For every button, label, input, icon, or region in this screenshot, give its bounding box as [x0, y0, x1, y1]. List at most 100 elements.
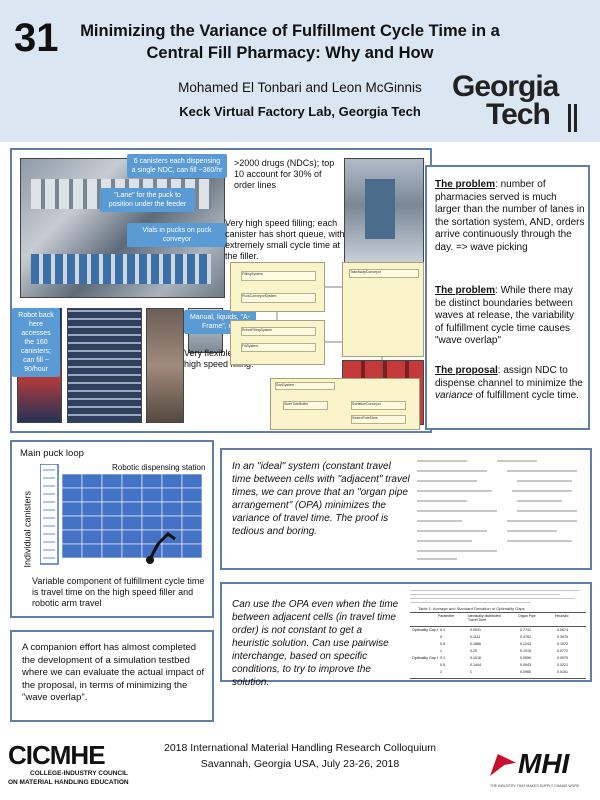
mhi-logo: MHI THE INDUSTRY THAT MAKES SUPPLY CHAIN…: [490, 748, 595, 794]
table-cell: 0.1: [440, 628, 445, 632]
canister-cell: [61, 543, 83, 559]
mhi-wordmark: MHI: [518, 748, 570, 779]
canister-cell: [141, 515, 163, 531]
heuristic-text: Can use the OPA even when the time betwe…: [232, 599, 399, 688]
table-body: Optimality Gap Average0.10.09310.77410.0…: [410, 628, 586, 678]
canister-cell: [181, 473, 203, 489]
table-cell: 0.0950: [520, 656, 531, 660]
canisters-label: Individual canisters: [22, 490, 33, 568]
title-line-1: Minimizing the Variance of Fulfillment C…: [80, 22, 500, 40]
canister-cell: [81, 487, 103, 503]
results-table: Table 1: Average and Standard Deviation …: [410, 588, 588, 680]
lane-callout: "Lane" for the puck to position under th…: [100, 188, 195, 212]
canister-cell: [121, 529, 143, 545]
uml-block-sealed-tote: SealedToteStore: [351, 415, 406, 424]
cicmhe-sub-2: ON MATERIAL HANDLING EDUCATION: [8, 779, 129, 786]
companion-text: A companion effort has almost completed …: [22, 642, 205, 703]
robot-callout: Robot back here accesses the 160 caniste…: [12, 308, 60, 377]
robot-fill-block: RobotFillingSystem FillSystem: [230, 320, 325, 365]
proposal-body-a: : assign NDC to dispense channel to mini…: [435, 365, 583, 389]
logo-word-georgia: Georgia: [452, 70, 559, 103]
table-cell: 0.3975: [557, 635, 568, 639]
uml-block-fill: FillSystem: [241, 343, 316, 352]
station-label: Robotic dispensing station: [112, 463, 206, 472]
companion-panel: A companion effort has almost completed …: [10, 630, 214, 722]
canister-cell: [121, 473, 143, 489]
table-cell: 0.1016: [470, 656, 481, 660]
title-line-2: Central Fill Pharmacy: Why and How: [146, 44, 434, 62]
canister-cell: [121, 515, 143, 531]
canister-cell: [101, 515, 123, 531]
canister-cell: [101, 473, 123, 489]
canister-cell: [161, 501, 183, 517]
table-cell: 0.1444: [470, 663, 481, 667]
table-cell: 0.0772: [557, 649, 568, 653]
vials-callout: Vials in pucks on puck conveyor: [127, 223, 227, 247]
authors: Mohamed El Tonbari and Leon McGinnis: [178, 80, 422, 95]
cicmhe-logo: CICMHE COLLEGE-INDUSTRY COUNCIL ON MATER…: [8, 740, 148, 795]
canister-cell: [141, 473, 163, 489]
uml-block-takeaway: TakeAwayConveyor: [349, 269, 419, 278]
diagram-connectors: [276, 286, 383, 378]
problem-2: The problem: While there may be distinct…: [435, 285, 585, 348]
table-col-organ: Organ Pipe: [518, 614, 536, 618]
table-cell: 1: [440, 649, 442, 653]
table-cell: 1: [440, 670, 442, 674]
poster-title: Minimizing the Variance of Fulfillment C…: [80, 20, 500, 64]
poster-number: 31: [14, 16, 59, 60]
table-cell: 0.0979: [557, 656, 568, 660]
table-col-heur: Heuristic: [555, 614, 569, 618]
table-col-iid: Identically distributed Travel Time: [468, 614, 501, 622]
loop-grid-diagram: [40, 464, 203, 565]
puck-loop-panel: Main puck loop Robotic dispensing statio…: [10, 440, 214, 618]
pharmacy-floor-photo: [344, 158, 424, 263]
table-cell: 0.0221: [557, 663, 568, 667]
table-cell: 0.0674: [557, 628, 568, 632]
problem-1: The problem: number of pharmacies served…: [435, 179, 585, 254]
system-block-diagram: FillingSystem PuckConveyorSystem: [230, 262, 325, 312]
cicmhe-sub-1: COLLEGE-INDUSTRY COUNCIL: [30, 770, 128, 777]
canister-cell: [181, 529, 203, 545]
flexible-note: Very flexible but not high speed filling…: [184, 348, 263, 369]
canister-cell: [101, 501, 123, 517]
table-cell: 0.4751: [520, 635, 531, 639]
table-cell: 0.25: [470, 649, 477, 653]
mhi-tagline: THE INDUSTRY THAT MAKES SUPPLY CHAINS WO…: [490, 784, 580, 788]
canister-cell: [121, 543, 143, 559]
table-cell: 0.1243: [520, 642, 531, 646]
canister-cell: [101, 487, 123, 503]
uml-block-filling: FillingSystem: [241, 271, 316, 281]
canister-cell: [141, 487, 163, 503]
uml-block-sortation-conveyor: SortationConveyor: [351, 401, 406, 410]
canister-cell: [81, 515, 103, 531]
canister-cell: [81, 501, 103, 517]
loop-caption: Variable component of fulfillment cycle …: [32, 576, 205, 608]
canister-cell: [61, 473, 83, 489]
table-cell: 0.1111: [470, 635, 481, 639]
georgia-tech-logo: Georgia Tech: [450, 70, 590, 134]
problem-1-heading: The problem: [435, 179, 496, 190]
uml-block-puck-conveyor: PuckConveyorSystem: [241, 293, 316, 303]
table-cell: 0.5: [440, 642, 445, 646]
lab-name: Keck Virtual Factory Lab, Georgia Tech: [179, 104, 421, 119]
canister-cell: [161, 473, 183, 489]
table-cell: 1: [470, 670, 472, 674]
problem-1-body: : number of pharmacies served is much la…: [435, 179, 585, 253]
table-cell: 0.1072: [557, 642, 568, 646]
canister-cell: [161, 487, 183, 503]
canister-cell: [101, 543, 123, 559]
table-cell: 0.1015: [520, 649, 531, 653]
canister-cell: [161, 543, 183, 559]
table-cell: 0: [440, 635, 442, 639]
proposal-italic: variance: [435, 390, 473, 401]
takeaway-block: TakeAwayConveyor: [342, 262, 424, 357]
table-cell: 0.0943: [520, 663, 531, 667]
canister-cell: [181, 501, 203, 517]
problem-statement-panel: The problem: number of pharmacies served…: [425, 165, 590, 430]
table-cell: Optimality Gap Average: [412, 628, 438, 632]
table-cell: 0.0161: [557, 670, 568, 674]
uml-block-tote-buffer: StoreToteBuffer: [283, 401, 328, 410]
manual-fill-photo: [146, 308, 184, 423]
proposal-body-b: of fulfillment cycle time.: [472, 390, 579, 401]
main-loop-label: Main puck loop: [20, 448, 84, 459]
